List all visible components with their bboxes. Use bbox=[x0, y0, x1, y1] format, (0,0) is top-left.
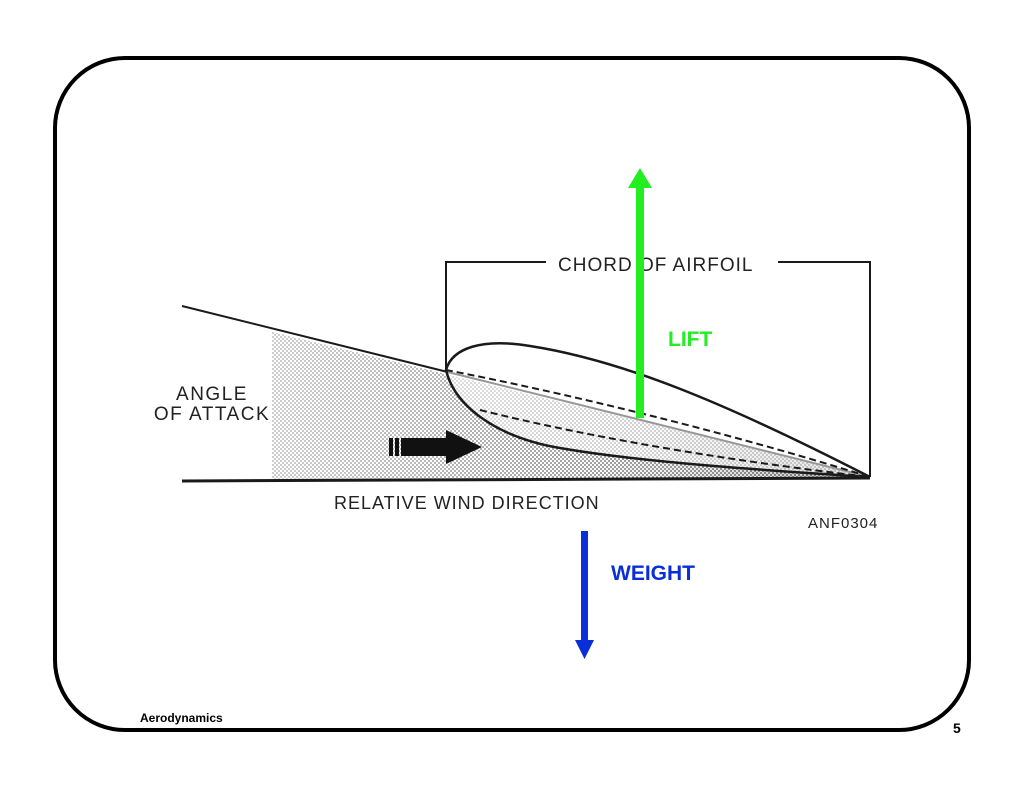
lift-arrow-icon bbox=[628, 168, 652, 418]
slide-frame bbox=[53, 56, 971, 732]
weight-label: WEIGHT bbox=[611, 562, 695, 585]
page-number: 5 bbox=[953, 720, 961, 736]
angle-label-line1: ANGLE bbox=[176, 384, 248, 405]
chord-bracket-left bbox=[445, 261, 546, 370]
relative-wind-line bbox=[181, 476, 871, 483]
chord-bracket-right bbox=[778, 261, 871, 477]
airfoil-dashed-upper bbox=[445, 369, 871, 478]
chord-label: CHORD OF AIRFOIL bbox=[558, 255, 753, 276]
wind-label: RELATIVE WIND DIRECTION bbox=[334, 493, 600, 513]
weight-arrow-icon bbox=[575, 531, 594, 659]
footer-title: Aerodynamics bbox=[140, 711, 223, 725]
angle-label-line2: OF ATTACK bbox=[154, 404, 270, 425]
figure-code: ANF0304 bbox=[808, 515, 878, 532]
wind-arrow-icon bbox=[389, 430, 482, 464]
airfoil-dashed-lower bbox=[479, 409, 871, 478]
lift-label: LIFT bbox=[668, 328, 712, 351]
